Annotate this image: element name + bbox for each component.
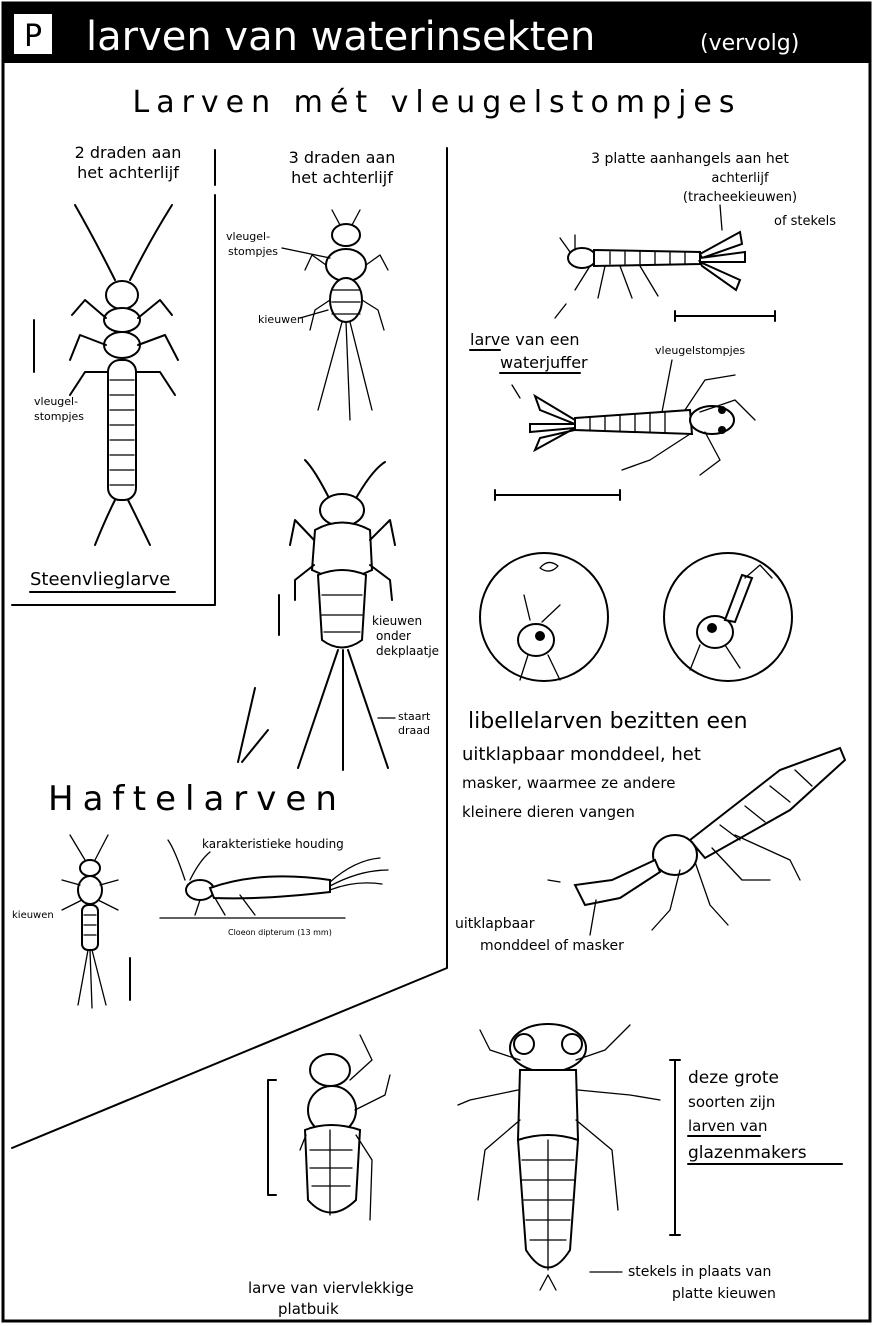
dragonfly-mask-label-2: monddeel of masker	[480, 938, 624, 954]
mayfly-wing-label-2: stompjes	[228, 245, 278, 258]
glazenmaker-label-4: glazenmakers	[688, 1143, 807, 1163]
stonefly-larva-drawing	[70, 205, 178, 545]
dragonfly-text-1: libellelarven bezitten een	[468, 709, 748, 734]
mayfly-wing-label-1: vleugel-	[226, 230, 270, 243]
stonefly-top-label-2: het achterlijf	[77, 163, 179, 182]
damselfly-head-detail-right	[664, 553, 792, 681]
header-badge: P	[24, 19, 42, 54]
stonefly-name: Steenvlieglarve	[30, 569, 170, 590]
damselfly-scale-bar-1	[675, 311, 775, 321]
glazenmaker-label-1: deze grote	[688, 1068, 779, 1088]
dragonfly-text-3: masker, waarmee ze andere	[462, 774, 675, 792]
mayfly-top-label-1: 3 draden aan	[289, 148, 396, 167]
glazenmaker-larva-drawing	[458, 1024, 660, 1290]
mayfly-gill-pointer	[300, 310, 328, 318]
dragonfly-text-4: kleinere dieren vangen	[462, 803, 635, 821]
damselfly-top-label-4: of stekels	[774, 214, 836, 229]
damselfly-name-pointer	[555, 304, 566, 318]
mayfly-scale-note: Cloeon dipterum (13 mm)	[228, 928, 332, 937]
damselfly-wing-pointer	[662, 360, 672, 412]
mayfly-gill-label: kieuwen	[258, 313, 304, 326]
mayfly-gill-plate-label-1: kieuwen	[372, 614, 422, 628]
mayfly-arrows	[238, 688, 268, 762]
section-subtitle: Larven mét vleugelstompjes	[132, 85, 741, 120]
mayfly-small-gill-label: kieuwen	[12, 910, 54, 921]
mayfly-larva-drawing	[305, 210, 388, 420]
mayfly-small-larva-drawing	[62, 835, 118, 1008]
stonefly-side-label-1: vleugel-	[34, 395, 78, 408]
platbuik-label-2: platbuik	[278, 1300, 339, 1318]
page-title-suffix: (vervolg)	[700, 31, 799, 56]
damselfly-head-detail-left	[480, 553, 608, 681]
mayfly-wing-pointer	[282, 248, 330, 258]
damselfly-larva-side-drawing	[560, 232, 745, 298]
mayfly-tail-label-2: draad	[398, 724, 430, 737]
glazenmaker-label-2: soorten zijn	[688, 1093, 775, 1111]
spines-label-1: stekels in plaats van	[628, 1264, 771, 1280]
platbuik-scale-bar	[268, 1080, 276, 1195]
stonefly-top-label-1: 2 draden aan	[75, 143, 182, 162]
mayfly-tail-label-1: staart	[398, 710, 431, 723]
mayfly-pose-label: karakteristieke houding	[202, 837, 344, 851]
mayfly-gill-plate-label-3: dekplaatje	[376, 644, 439, 658]
spines-label-2: platte kieuwen	[672, 1286, 776, 1302]
damselfly-scale-bar-2	[495, 490, 620, 500]
mayfly-top-label-2: het achterlijf	[291, 168, 393, 187]
damselfly-name-2: waterjuffer	[500, 353, 588, 372]
platbuik-label-1: larve van viervlekkige	[248, 1279, 414, 1297]
mayfly-pose-drawing	[160, 840, 388, 918]
damselfly-wing-label: vleugelstompjes	[655, 344, 745, 357]
dragonfly-mask-label-1: uitklapbaar	[455, 916, 535, 932]
stonefly-side-label-2: stompjes	[34, 410, 84, 423]
dragonfly-mask-pointer	[590, 900, 596, 935]
damselfly-top-label-1: 3 platte aanhangels aan het	[591, 151, 789, 167]
glazenmaker-label-3: larven van	[688, 1117, 767, 1135]
damselfly-larva-top-drawing	[512, 375, 755, 475]
damselfly-top-pointer	[720, 205, 722, 230]
page-title: larven van waterinsekten	[86, 14, 595, 60]
damselfly-top-label-3: (tracheekieuwen)	[683, 190, 797, 205]
glazenmaker-scale-bar	[670, 1060, 680, 1235]
mayfly-gill-plate-label-2: onder	[376, 629, 411, 643]
platbuik-larva-drawing	[300, 1035, 390, 1220]
damselfly-name-1: larve van een	[470, 330, 580, 349]
mayfly-group-name: Haftelarven	[48, 779, 346, 819]
damselfly-top-label-2: achterlijf	[711, 171, 769, 186]
dragonfly-text-2: uitklapbaar monddeel, het	[462, 744, 701, 765]
